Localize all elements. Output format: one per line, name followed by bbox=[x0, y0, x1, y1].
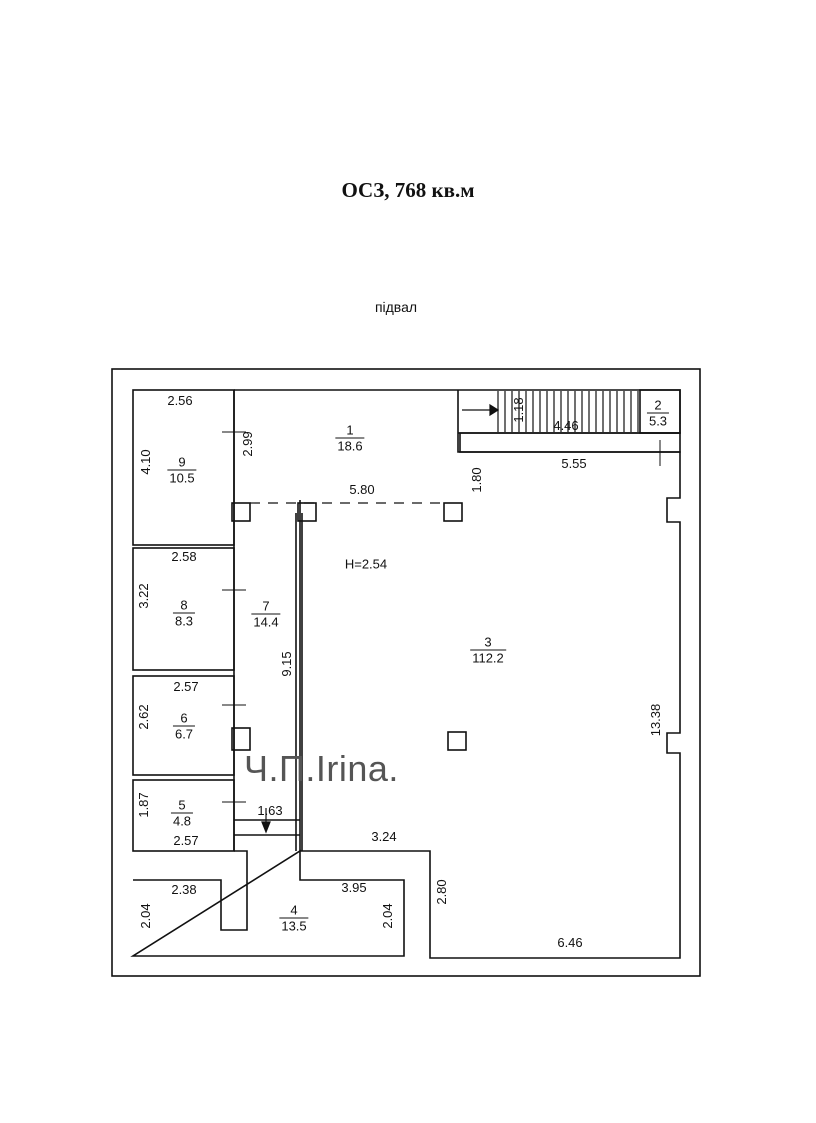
room-number: 5 bbox=[178, 797, 186, 813]
room-number: 1 bbox=[346, 422, 354, 438]
dimension-label: 5.55 bbox=[561, 456, 587, 471]
main-hall-outline bbox=[234, 389, 681, 959]
room-area: 4.8 bbox=[170, 812, 194, 829]
dimension-label: 2.99 bbox=[240, 431, 255, 457]
dimension-label: 2.38 bbox=[171, 882, 197, 897]
floor-label: підвал bbox=[374, 299, 418, 315]
dimension-label: 5.80 bbox=[349, 482, 375, 497]
dimension-label: 4.46 bbox=[553, 418, 579, 433]
room-label: 8 8.3 bbox=[172, 597, 196, 629]
room-number: 3 bbox=[484, 634, 492, 650]
room-area: 18.6 bbox=[335, 437, 365, 454]
room-number: 9 bbox=[178, 454, 186, 470]
room-label: 5 4.8 bbox=[170, 797, 194, 829]
room-area: 112.2 bbox=[470, 649, 506, 666]
page-title: ОСЗ, 768 кв.м bbox=[341, 178, 475, 202]
column bbox=[443, 502, 463, 522]
room-area: 14.4 bbox=[251, 613, 281, 630]
dimension-label: 9.15 bbox=[279, 651, 294, 677]
dimension-label: 3.22 bbox=[136, 583, 151, 609]
dimension-label: 2.80 bbox=[434, 879, 449, 905]
dimension-label: 2.56 bbox=[167, 393, 193, 408]
room-label: 2 5.3 bbox=[646, 397, 670, 429]
outer-wall bbox=[111, 368, 701, 977]
room-2-outline bbox=[639, 389, 681, 434]
dimension-label: 1.18 bbox=[511, 397, 526, 423]
stair-treads bbox=[497, 391, 639, 432]
room-area: 8.3 bbox=[172, 612, 196, 629]
dimension-label: 1.87 bbox=[136, 792, 151, 818]
room-area: 13.5 bbox=[279, 917, 309, 934]
watermark: Ч.П.Irina. bbox=[244, 748, 399, 789]
room-number: 8 bbox=[180, 597, 188, 613]
column bbox=[447, 731, 467, 751]
dimension-label: 3.95 bbox=[341, 880, 367, 895]
room-label: 6 6.7 bbox=[172, 710, 196, 742]
dimension-label: 2.58 bbox=[171, 549, 197, 564]
room-label: 9 10.5 bbox=[167, 454, 197, 486]
dimension-label: 2.57 bbox=[173, 679, 199, 694]
room-label: 7 14.4 bbox=[251, 598, 281, 630]
dimension-label: 2.04 bbox=[138, 903, 153, 929]
dimension-label: 1.63 bbox=[257, 803, 283, 818]
column bbox=[231, 727, 251, 751]
room-label: 3 112.2 bbox=[470, 635, 506, 666]
dimension-label: 13.38 bbox=[648, 703, 663, 737]
dimension-label: 6.46 bbox=[557, 935, 583, 950]
dimension-label: 1.80 bbox=[469, 467, 484, 493]
room-label: 4 13.5 bbox=[279, 902, 309, 934]
dimension-label: 3.24 bbox=[371, 829, 397, 844]
room-label: 1 18.6 bbox=[335, 422, 365, 454]
room-number: 7 bbox=[262, 598, 270, 614]
dimension-label: 2.57 bbox=[173, 833, 199, 848]
dimension-label: 2.04 bbox=[380, 903, 395, 929]
dimension-label: 4.10 bbox=[138, 449, 153, 475]
room-area: 6.7 bbox=[172, 725, 196, 742]
room-area: 10.5 bbox=[167, 469, 197, 486]
dimension-label: 2.62 bbox=[136, 704, 151, 730]
ceiling-height-label: H=2.54 bbox=[344, 556, 388, 572]
column bbox=[231, 502, 251, 522]
room-number: 2 bbox=[654, 397, 662, 413]
room-4-outline bbox=[130, 849, 405, 957]
room-number: 4 bbox=[290, 902, 298, 918]
room-number: 6 bbox=[180, 710, 188, 726]
room-area: 5.3 bbox=[646, 412, 670, 429]
